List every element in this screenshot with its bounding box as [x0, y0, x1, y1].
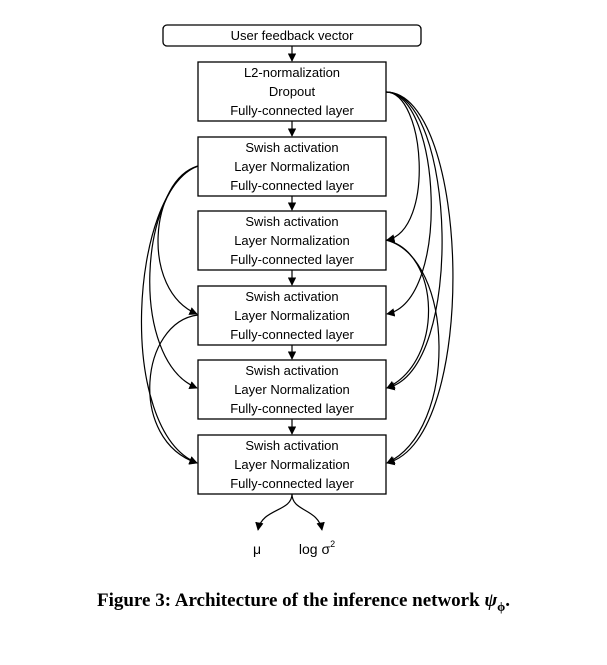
caption-text: Figure 3: Architecture of the inference … — [96, 590, 485, 611]
block-1-line-2: Layer Normalization — [234, 159, 350, 174]
block-5-line-2: Layer Normalization — [234, 457, 350, 472]
block-5-line-3: Fully-connected layer — [230, 476, 354, 491]
skip-block-2-to-5 — [385, 239, 440, 464]
skip-block-0-to-3 — [385, 91, 432, 317]
block-0-line-3: Fully-connected layer — [230, 103, 354, 118]
block-2-line-2: Layer Normalization — [234, 233, 350, 248]
block-2-line-3: Fully-connected layer — [230, 252, 354, 267]
block-3-line-2: Layer Normalization — [234, 308, 350, 323]
skip-block-2-to-4 — [385, 239, 430, 389]
skip-block-3-to-5 — [149, 314, 199, 465]
arrow-to-mu — [255, 493, 293, 531]
output-mu: μ — [253, 541, 261, 557]
architecture-diagram: User feedback vector L2-normalization Dr… — [141, 24, 454, 557]
skip-block-0-to-2 — [385, 91, 420, 243]
block-2-line-1: Swish activation — [245, 214, 338, 229]
caption-subscript: ϕ — [497, 598, 506, 614]
block-2 — [197, 210, 387, 271]
figure-caption: Figure 3: Architecture of the inference … — [0, 590, 607, 615]
caption-suffix: . — [505, 590, 511, 611]
skip-block-1-to-4 — [149, 165, 199, 390]
caption-symbol: ψ — [484, 590, 498, 611]
input-box-label: User feedback vector — [231, 28, 355, 43]
block-1-line-3: Fully-connected layer — [230, 178, 354, 193]
block-5-line-1: Swish activation — [245, 438, 338, 453]
skip-block-1-to-5 — [141, 165, 199, 465]
skip-block-1-to-3 — [157, 165, 199, 315]
block-3-line-1: Swish activation — [245, 289, 338, 304]
skip-block-0-to-4 — [385, 91, 443, 391]
block-1-line-1: Swish activation — [245, 140, 338, 155]
block-0 — [197, 61, 387, 122]
block-0-line-2: Dropout — [269, 84, 316, 99]
block-4-line-3: Fully-connected layer — [230, 401, 354, 416]
output-log-sigma: log σ2 — [299, 539, 335, 557]
block-3-line-3: Fully-connected layer — [230, 327, 354, 342]
block-4-line-2: Layer Normalization — [234, 382, 350, 397]
output-log-sigma-exponent: 2 — [330, 539, 335, 549]
arrow-to-log-sigma — [291, 493, 325, 531]
block-0-line-1: L2-normalization — [244, 65, 340, 80]
block-1 — [197, 136, 387, 197]
skip-block-0-to-5 — [385, 91, 454, 466]
block-4-line-1: Swish activation — [245, 363, 338, 378]
